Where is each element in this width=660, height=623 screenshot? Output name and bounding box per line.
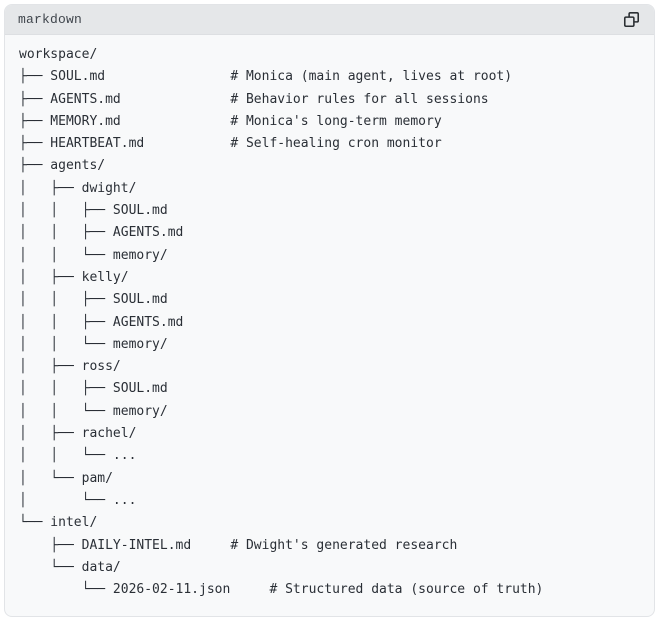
code-block: markdown workspace/ ├── SOUL.md # Monica… bbox=[4, 4, 655, 617]
code-block-header: markdown bbox=[5, 5, 654, 35]
file-tree-code: workspace/ ├── SOUL.md # Monica (main ag… bbox=[19, 47, 544, 598]
language-label: markdown bbox=[18, 12, 83, 27]
copy-icon bbox=[622, 10, 641, 29]
code-body: workspace/ ├── SOUL.md # Monica (main ag… bbox=[5, 35, 654, 613]
copy-button[interactable] bbox=[619, 8, 643, 32]
